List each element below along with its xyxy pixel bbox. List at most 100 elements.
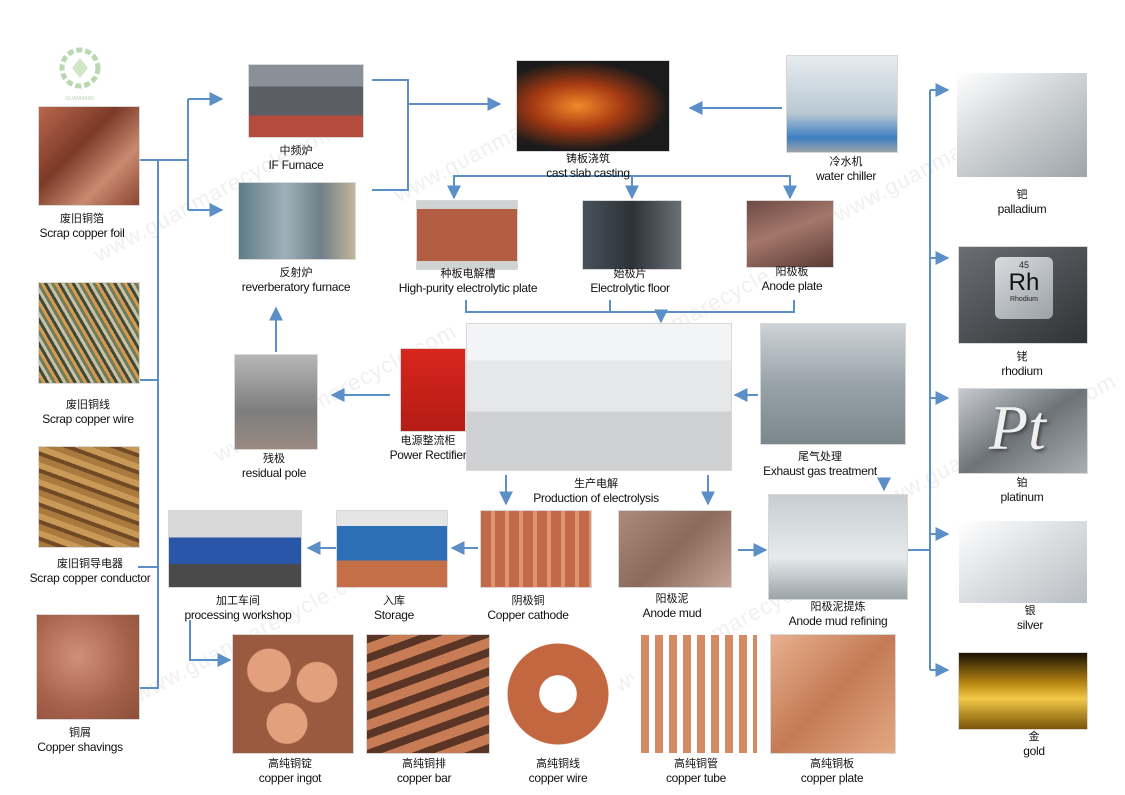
seed-plate-zh: 种板电解槽: [440, 267, 496, 280]
reverberatory-furnace-caption: 反射炉 reverberatory furnace: [241, 266, 351, 294]
copper-wire-image: [498, 634, 618, 754]
power-rectifier-en: Power Rectifier: [389, 448, 467, 462]
starting-sheet-en: Electrolytic floor: [590, 281, 670, 295]
power-rectifier-caption: 电源整流柜 Power Rectifier: [390, 434, 467, 462]
seed-plate-image: [416, 200, 518, 270]
scrap-copper-conductor-en: Scrap copper conductor: [29, 571, 151, 585]
cast-slab-casting-caption: 铸板浇筑 cast slab casting: [546, 152, 630, 180]
copper-cathode-image: [480, 510, 592, 588]
brand-logo-text: GUANMARE: [65, 96, 95, 102]
gold-caption: 金 gold: [1023, 730, 1045, 758]
copper-wire-caption: 高纯铜线 copper wire: [529, 757, 588, 785]
gold-image: [958, 652, 1088, 730]
cast-slab-casting-en: cast slab casting: [546, 166, 630, 180]
platinum-en: platinum: [1000, 490, 1044, 504]
copper-wire-zh: 高纯铜线: [535, 757, 580, 770]
if-furnace-image: [248, 64, 364, 138]
platinum-caption: 铂 platinum: [1001, 476, 1044, 504]
storage-zh: 入库: [383, 594, 405, 607]
seed-plate-en: High-purity electrolytic plate: [398, 281, 538, 295]
anode-mud-refining-caption: 阳极泥提炼 Anode mud refining: [789, 600, 888, 628]
copper-bar-en: copper bar: [396, 771, 452, 785]
anode-mud-refining-zh: 阳极泥提炼: [810, 600, 866, 613]
copper-cathode-zh: 阴极铜: [511, 594, 545, 607]
copper-bar-image: [366, 634, 490, 754]
starting-sheet-zh: 始极片: [613, 267, 647, 280]
anode-mud-refining-en: Anode mud refining: [788, 614, 888, 628]
copper-wire-en: copper wire: [528, 771, 588, 785]
silver-en: silver: [1016, 618, 1044, 632]
palladium-zh: 钯: [1016, 188, 1028, 201]
scrap-copper-wire-zh: 废旧铜线: [65, 398, 110, 411]
scrap-copper-foil-en: Scrap copper foil: [39, 226, 125, 240]
scrap-copper-foil-caption: 废旧铜箔 Scrap copper foil: [40, 212, 125, 240]
cast-slab-casting-image: [516, 60, 670, 152]
exhaust-gas-treatment-en: Exhaust gas treatment: [763, 464, 877, 478]
anode-plate-caption: 阳极板 Anode plate: [762, 265, 823, 293]
electrolysis-zh: 生产电解: [573, 477, 618, 490]
processing-workshop-caption: 加工车间 processing workshop: [184, 594, 291, 622]
anode-mud-zh: 阳极泥: [655, 592, 689, 605]
palladium-image: [956, 72, 1088, 178]
rhodium-caption: 铑 rhodium: [1001, 350, 1043, 378]
copper-ingot-image: [232, 634, 354, 754]
copper-bar-zh: 高纯铜排: [402, 757, 446, 770]
platinum-image: Pt: [958, 388, 1088, 474]
rhodium-image: 45 Rh Rhodium: [958, 246, 1088, 344]
electrolysis-image: [466, 323, 732, 471]
copper-ingot-zh: 高纯铜锭: [267, 757, 312, 770]
processing-workshop-en: processing workshop: [184, 608, 292, 622]
scrap-copper-wire-en: Scrap copper wire: [42, 412, 134, 426]
water-chiller-caption: 冷水机 water chiller: [816, 155, 876, 183]
scrap-copper-conductor-caption: 废旧铜导电器 Scrap copper conductor: [30, 557, 151, 585]
copper-plate-zh: 高纯铜板: [809, 757, 854, 770]
if-furnace-en: IF Furnace: [268, 158, 324, 172]
exhaust-gas-treatment-caption: 尾气处理 Exhaust gas treatment: [763, 450, 877, 478]
cast-slab-casting-zh: 铸板浇筑: [566, 152, 610, 165]
residual-pole-image: [234, 354, 318, 450]
rhodium-element-name: Rhodium: [1009, 296, 1038, 303]
palladium-caption: 钯 palladium: [998, 188, 1047, 216]
power-rectifier-zh: 电源整流柜: [400, 434, 456, 447]
copper-shavings-image: [36, 614, 140, 720]
scrap-copper-foil-image: [38, 106, 140, 206]
if-furnace-caption: 中频炉 IF Furnace: [268, 144, 323, 172]
processing-workshop-zh: 加工车间: [216, 594, 260, 607]
reverberatory-furnace-zh: 反射炉: [279, 266, 313, 279]
anode-plate-zh: 阳极板: [775, 265, 809, 278]
starting-sheet-image: [582, 200, 682, 270]
anode-mud-image: [618, 510, 732, 588]
reverberatory-furnace-image: [238, 182, 356, 260]
residual-pole-en: residual pole: [241, 466, 307, 480]
copper-tube-zh: 高纯铜管: [674, 757, 718, 770]
reverberatory-furnace-en: reverberatory furnace: [241, 280, 351, 294]
copper-plate-image: [770, 634, 896, 754]
copper-shavings-en: Copper shavings: [37, 740, 123, 754]
power-rectifier-image: [400, 348, 466, 432]
copper-cathode-caption: 阴极铜 Copper cathode: [487, 594, 569, 622]
anode-mud-refining-image: [768, 494, 908, 600]
copper-tube-caption: 高纯铜管 copper tube: [666, 757, 726, 785]
anode-mud-caption: 阳极泥 Anode mud: [643, 592, 702, 620]
seed-plate-caption: 种板电解槽 High-purity electrolytic plate: [398, 267, 538, 295]
electrolysis-en: Production of electrolysis: [533, 491, 659, 505]
storage-caption: 入库 Storage: [374, 594, 414, 622]
starting-sheet-caption: 始极片 Electrolytic floor: [590, 267, 670, 295]
water-chiller-en: water chiller: [815, 169, 877, 183]
copper-ingot-caption: 高纯铜锭 copper ingot: [259, 757, 322, 785]
silver-zh: 银: [1024, 604, 1036, 617]
rhodium-en: rhodium: [1001, 364, 1043, 378]
copper-shavings-zh: 铜屑: [69, 726, 91, 739]
water-chiller-image: [786, 55, 898, 153]
storage-image: [336, 510, 448, 588]
water-chiller-zh: 冷水机: [829, 155, 863, 168]
gold-zh: 金: [1028, 730, 1040, 743]
scrap-copper-conductor-image: [38, 446, 140, 548]
scrap-copper-conductor-zh: 废旧铜导电器: [57, 557, 123, 570]
copper-tube-image: [634, 634, 758, 754]
copper-plate-en: copper plate: [800, 771, 864, 785]
scrap-copper-foil-zh: 废旧铜箔: [59, 212, 104, 225]
silver-caption: 银 silver: [1016, 604, 1044, 632]
exhaust-gas-treatment-zh: 尾气处理: [797, 450, 842, 463]
